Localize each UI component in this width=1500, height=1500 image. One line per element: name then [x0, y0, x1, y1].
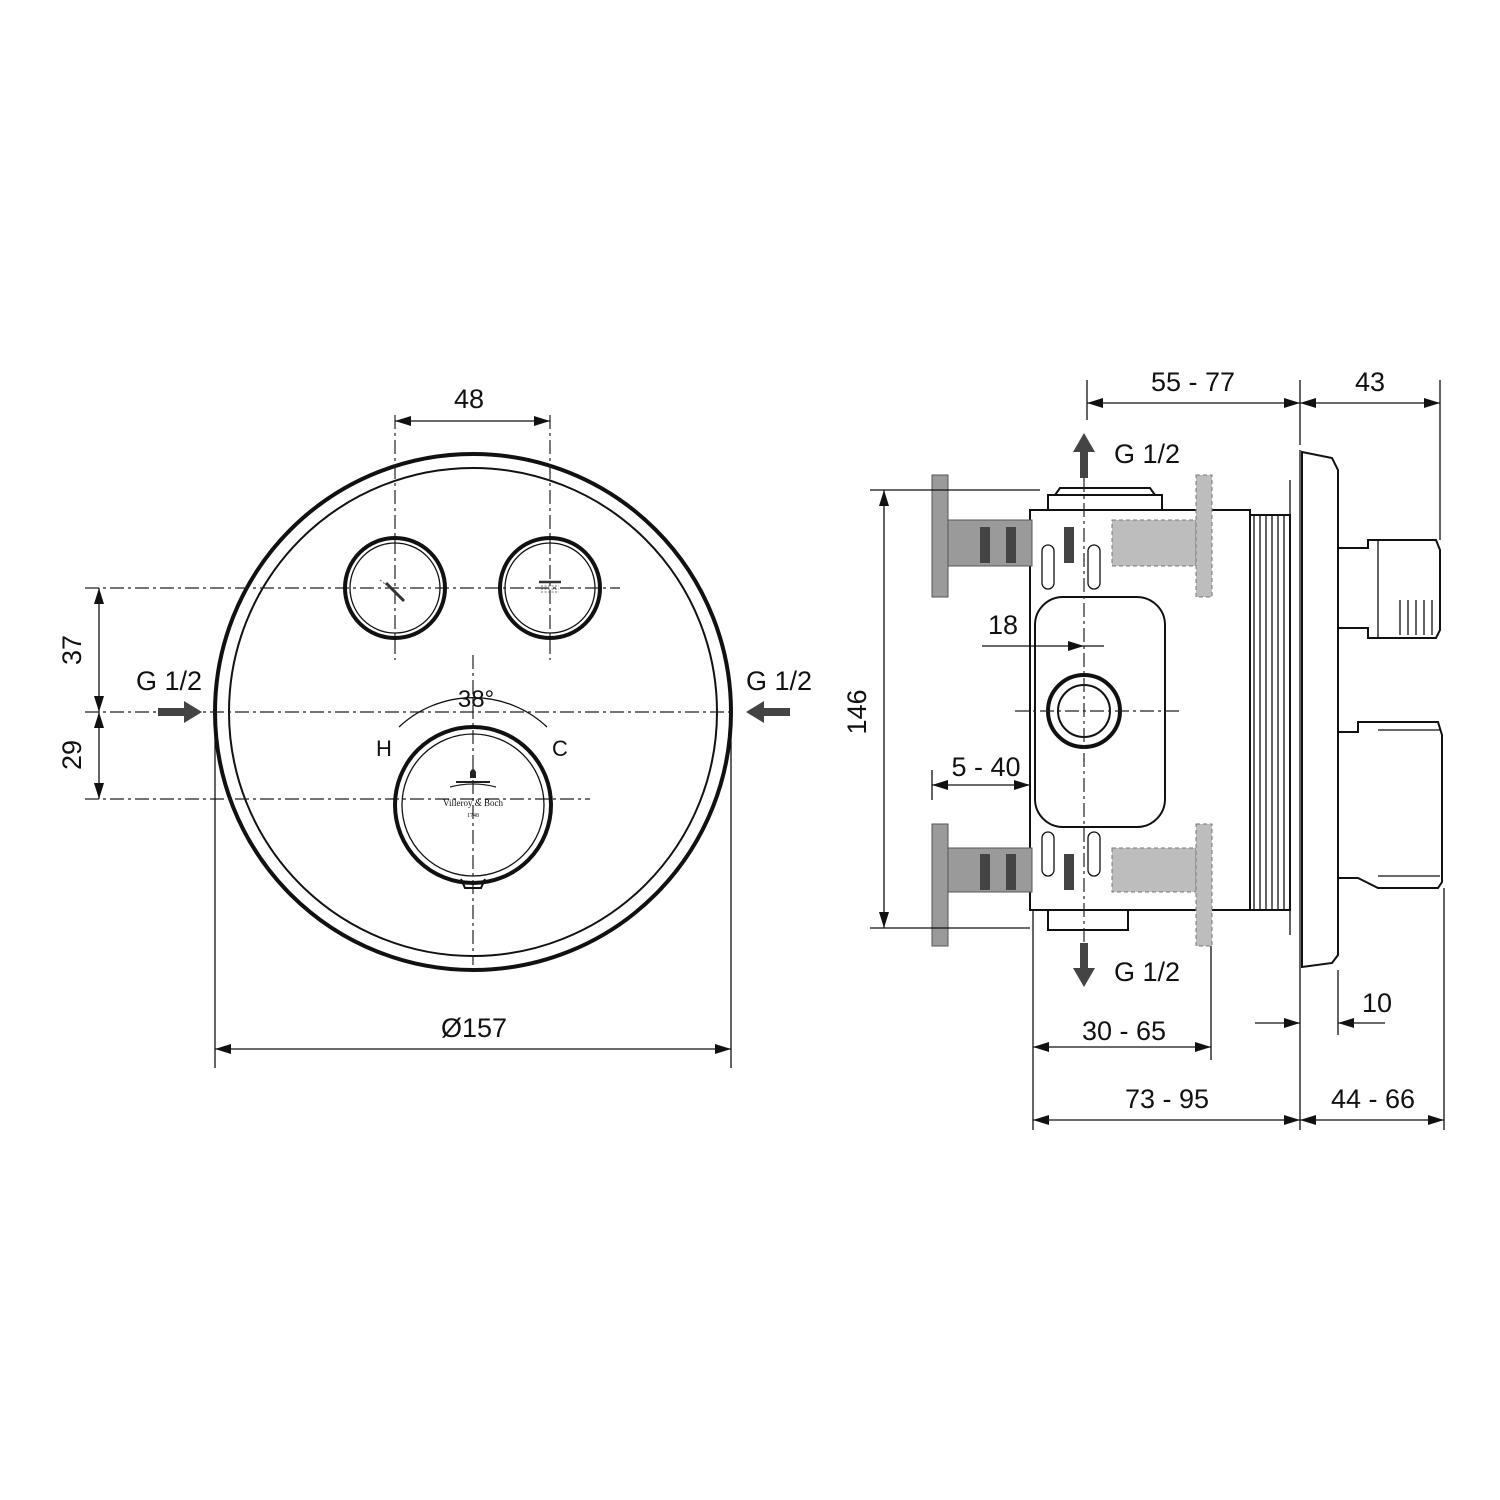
- rain-shower-button[interactable]: [498, 536, 602, 640]
- dim-protrusion: 44 - 66: [1331, 1084, 1415, 1114]
- dim-install-depth: 73 - 95: [1125, 1084, 1209, 1114]
- dim-port-offset: 18: [988, 610, 1018, 640]
- inlet-left-arrow: [158, 701, 202, 723]
- dim-diameter: Ø157: [441, 1013, 507, 1043]
- cover-plate: [1301, 450, 1339, 969]
- dim-lower-offset: 29: [57, 740, 87, 770]
- threaded-sleeve: [1249, 514, 1291, 911]
- brand-year: 1748: [467, 813, 479, 819]
- dim-trim-depth: 43: [1355, 367, 1385, 397]
- hand-shower-button[interactable]: [343, 536, 447, 640]
- brand-name: Villeroy & Boch: [443, 798, 503, 808]
- hand-shower-icon: [379, 579, 406, 603]
- side-view: G 1/2 G 1/2 55 - 77 43 146: [842, 367, 1445, 1130]
- thermostat-knob[interactable]: Villeroy & Boch 1748: [393, 725, 553, 889]
- logo-icon: Villeroy & Boch 1748: [443, 769, 503, 819]
- thermostat-cartridge: [1337, 721, 1443, 889]
- rain-shower-icon: [539, 580, 561, 593]
- cold-mark: C: [552, 736, 568, 761]
- mounting-spindles: [931, 474, 1213, 947]
- button-cartridge: [1337, 539, 1441, 639]
- outlet-bottom-label: G 1/2: [1114, 957, 1180, 987]
- outlet-top-arrow: [1073, 433, 1095, 478]
- dim-body-depth: 55 - 77: [1151, 367, 1235, 397]
- dim-plate: 10: [1362, 988, 1392, 1018]
- angle-arc: [398, 697, 548, 728]
- dim-rear: 30 - 65: [1082, 1016, 1166, 1046]
- dim-spindle: 5 - 40: [951, 752, 1020, 782]
- outlet-bottom-arrow: [1073, 943, 1095, 987]
- dim-button-spacing: 48: [454, 384, 484, 414]
- dim-upper-offset: 37: [57, 635, 87, 665]
- inlet-right-arrow: [746, 701, 790, 723]
- front-view: Villeroy & Boch 1748 38° H C 48 37 29 G …: [57, 384, 812, 1068]
- angle-label: 38°: [458, 686, 494, 713]
- inlet-right-label: G 1/2: [746, 666, 812, 696]
- dim-height: 146: [842, 689, 872, 734]
- hot-mark: H: [376, 736, 392, 761]
- outlet-top-label: G 1/2: [1114, 439, 1180, 469]
- inlet-left-label: G 1/2: [136, 666, 202, 696]
